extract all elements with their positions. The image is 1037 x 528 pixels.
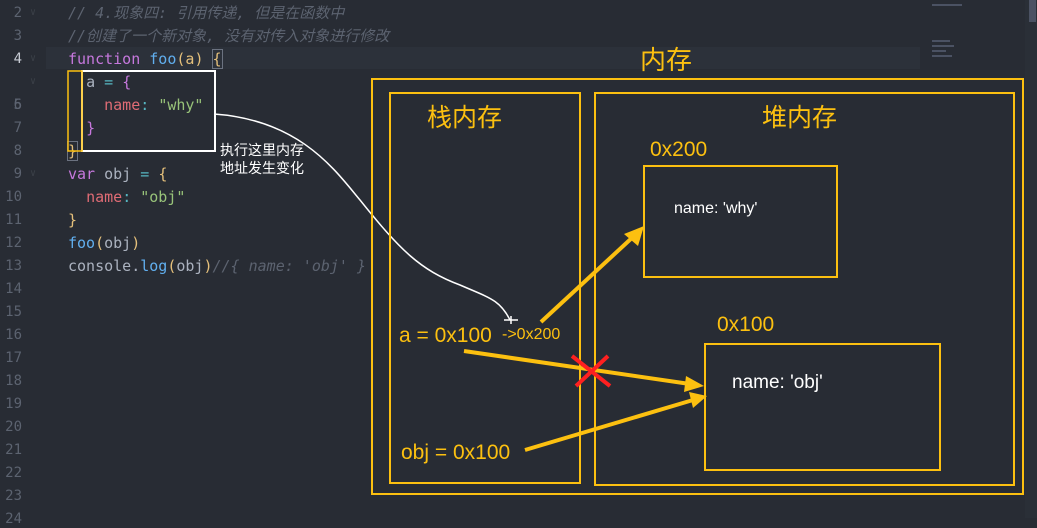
annotation-note-line2: 地址发生变化 (220, 160, 304, 176)
stack-entry-obj: obj = 0x100 (401, 441, 511, 464)
current-line-highlight (46, 47, 920, 69)
address-label: 0x200 (650, 138, 708, 161)
keyword: var (68, 165, 96, 183)
code-line-2[interactable]: // 4.现象四: 引用传递, 但是在函数中 (68, 4, 344, 22)
line-number: 13 (5, 258, 22, 274)
function-name: foo (149, 50, 177, 68)
memory-frame (371, 78, 1024, 495)
fold-chevron-icon[interactable]: ∨ (30, 76, 37, 87)
heap-object-content: name: 'why' (674, 200, 758, 217)
heap-object-content: name: 'obj' (732, 372, 823, 393)
code-line-5[interactable]: a = { (86, 73, 132, 91)
line-number: 22 (5, 465, 22, 481)
line-number: 16 (5, 327, 22, 343)
comment: // 4.现象四: 引用传递, 但是在函数中 (68, 4, 345, 22)
arrow-a-to-0x200 (539, 234, 636, 324)
line-number: 7 (13, 120, 22, 136)
line-number: 6 (13, 97, 22, 113)
comment: //创建了一个新对象, 没有对传入对象进行修改 (68, 27, 390, 45)
heap-title: 堆内存 (762, 104, 838, 132)
stack-entry-a: a = 0x100 (399, 324, 492, 347)
heap-object-0x100 (704, 343, 941, 471)
code-line-9[interactable]: var obj = { (68, 165, 168, 183)
line-number: 18 (5, 373, 22, 389)
line-number-gutter: 2 3 4 5 6 7 8 9 10 11 12 13 14 15 16 17 … (0, 0, 46, 527)
string: "why" (158, 96, 204, 114)
line-number: 5 (13, 97, 22, 113)
stack-title: 栈内存 (427, 104, 503, 132)
line-number: 3 (13, 28, 22, 44)
line-number: 9 (13, 166, 22, 182)
object-name: console (68, 257, 132, 275)
code-line-13[interactable]: console.log(obj)//{ name: 'obj' } (68, 257, 367, 275)
code-line-6[interactable]: name: "why" (104, 96, 204, 114)
code-highlight-box (81, 70, 216, 152)
line-number: 21 (5, 442, 22, 458)
code-line-7[interactable]: } (86, 119, 96, 137)
heap-frame (594, 92, 1015, 486)
arrow-obj-to-0x100 (524, 398, 694, 452)
code-line-10[interactable]: name: "obj" (86, 188, 186, 206)
line-number: 2 (13, 5, 22, 21)
variable: a (86, 73, 96, 91)
arrowhead-icon (624, 226, 644, 246)
function-name: foo (68, 234, 96, 252)
function-name: log (140, 257, 168, 275)
line-number: 23 (5, 488, 22, 504)
code-line-11[interactable]: } (68, 211, 78, 229)
fold-chevron-icon[interactable]: ∨ (30, 53, 37, 64)
heap-object-0x200 (643, 165, 838, 278)
arrowhead-icon (689, 392, 707, 408)
code-line-12[interactable]: foo(obj) (68, 234, 141, 252)
memory-title: 内存 (640, 45, 693, 75)
pointer-tip-icon (504, 316, 518, 324)
cross-icon (574, 354, 610, 388)
line-number: 10 (5, 189, 22, 205)
property: name (86, 188, 123, 206)
variable: obj (104, 165, 132, 183)
keyword: function (68, 50, 141, 68)
line-number-active: 4 (13, 51, 22, 67)
stack-frame (389, 92, 581, 484)
scrollbar-thumb[interactable] (1029, 0, 1036, 22)
address-label: 0x100 (717, 313, 775, 336)
line-number: 8 (13, 143, 22, 159)
fold-chevron-icon[interactable]: ∨ (30, 168, 37, 179)
annotation-note-line1: 执行这里内存 (220, 142, 304, 158)
argument: obj (176, 257, 204, 275)
string: "obj" (140, 188, 186, 206)
property: name (104, 96, 141, 114)
line-number: 11 (5, 212, 22, 228)
minimap[interactable] (928, 0, 1018, 60)
code-line-3[interactable]: //创建了一个新对象, 没有对传入对象进行修改 (68, 27, 389, 45)
line-number: 20 (5, 419, 22, 435)
line-number: 12 (5, 235, 22, 251)
code-line-4[interactable]: function foo(a) { (68, 49, 223, 69)
argument: obj (104, 234, 132, 252)
line-number: 17 (5, 350, 22, 366)
parameter: a (185, 50, 195, 68)
arrow-a-to-0x100 (463, 349, 691, 386)
line-number: 19 (5, 396, 22, 412)
comment: //{ name: 'obj' } (212, 257, 367, 275)
vertical-scrollbar[interactable] (1025, 0, 1037, 518)
arrowhead-icon (684, 376, 704, 392)
fold-chevron-icon[interactable]: ∨ (30, 7, 37, 18)
code-highlight-box-yellow (67, 70, 83, 152)
line-number: 15 (5, 304, 22, 320)
line-number: 14 (5, 281, 22, 297)
stack-entry-a-new-address: ->0x200 (502, 326, 561, 343)
